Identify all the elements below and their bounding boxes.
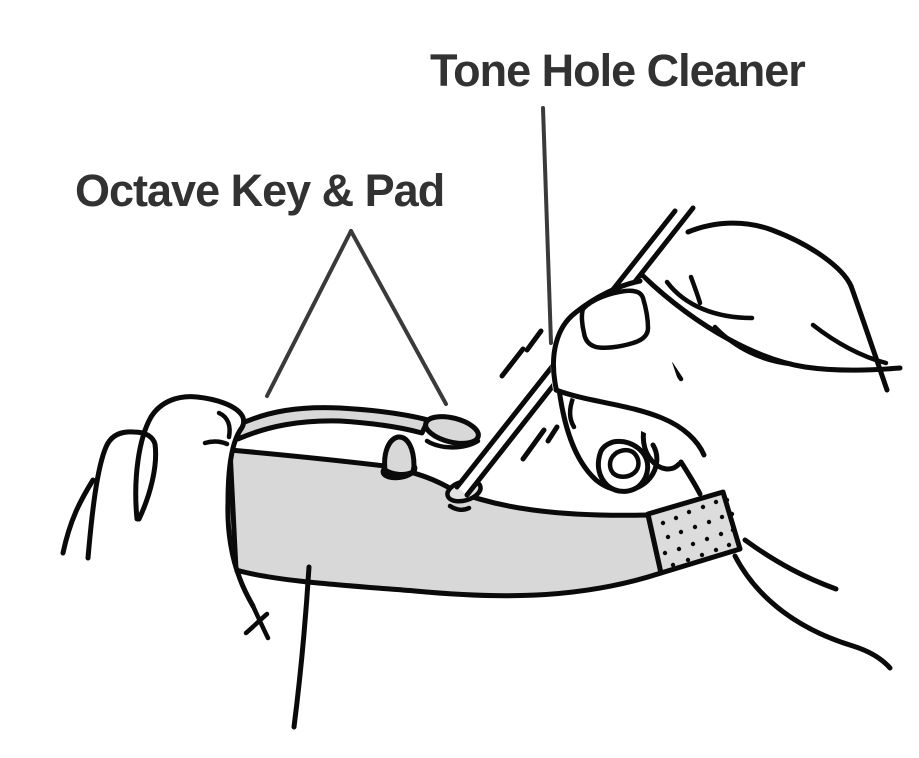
neck-body	[227, 447, 664, 599]
finger-nail	[607, 447, 641, 479]
right-wrist	[732, 537, 893, 671]
curled-fingers	[555, 378, 703, 497]
octave-key-leader-lines	[265, 229, 448, 406]
right-hand	[555, 220, 903, 671]
left-hand	[60, 394, 312, 730]
right-thumb	[550, 278, 708, 460]
tone-hole-cleaner-label: Tone Hole Cleaner	[430, 45, 806, 96]
octave-key-pad	[423, 414, 481, 450]
neck-cork	[645, 489, 743, 576]
hand-back-and-index-finger	[640, 220, 903, 393]
tone-hole-cleaner-leader-line	[541, 106, 553, 345]
cork-stipple	[660, 497, 736, 568]
octave-key-arm	[235, 405, 431, 442]
octave-key-pad-label: Octave Key & Pad	[75, 165, 445, 216]
thumb-nail	[579, 288, 651, 351]
motion-lines	[499, 328, 560, 462]
octave-vent-pip	[380, 434, 418, 481]
